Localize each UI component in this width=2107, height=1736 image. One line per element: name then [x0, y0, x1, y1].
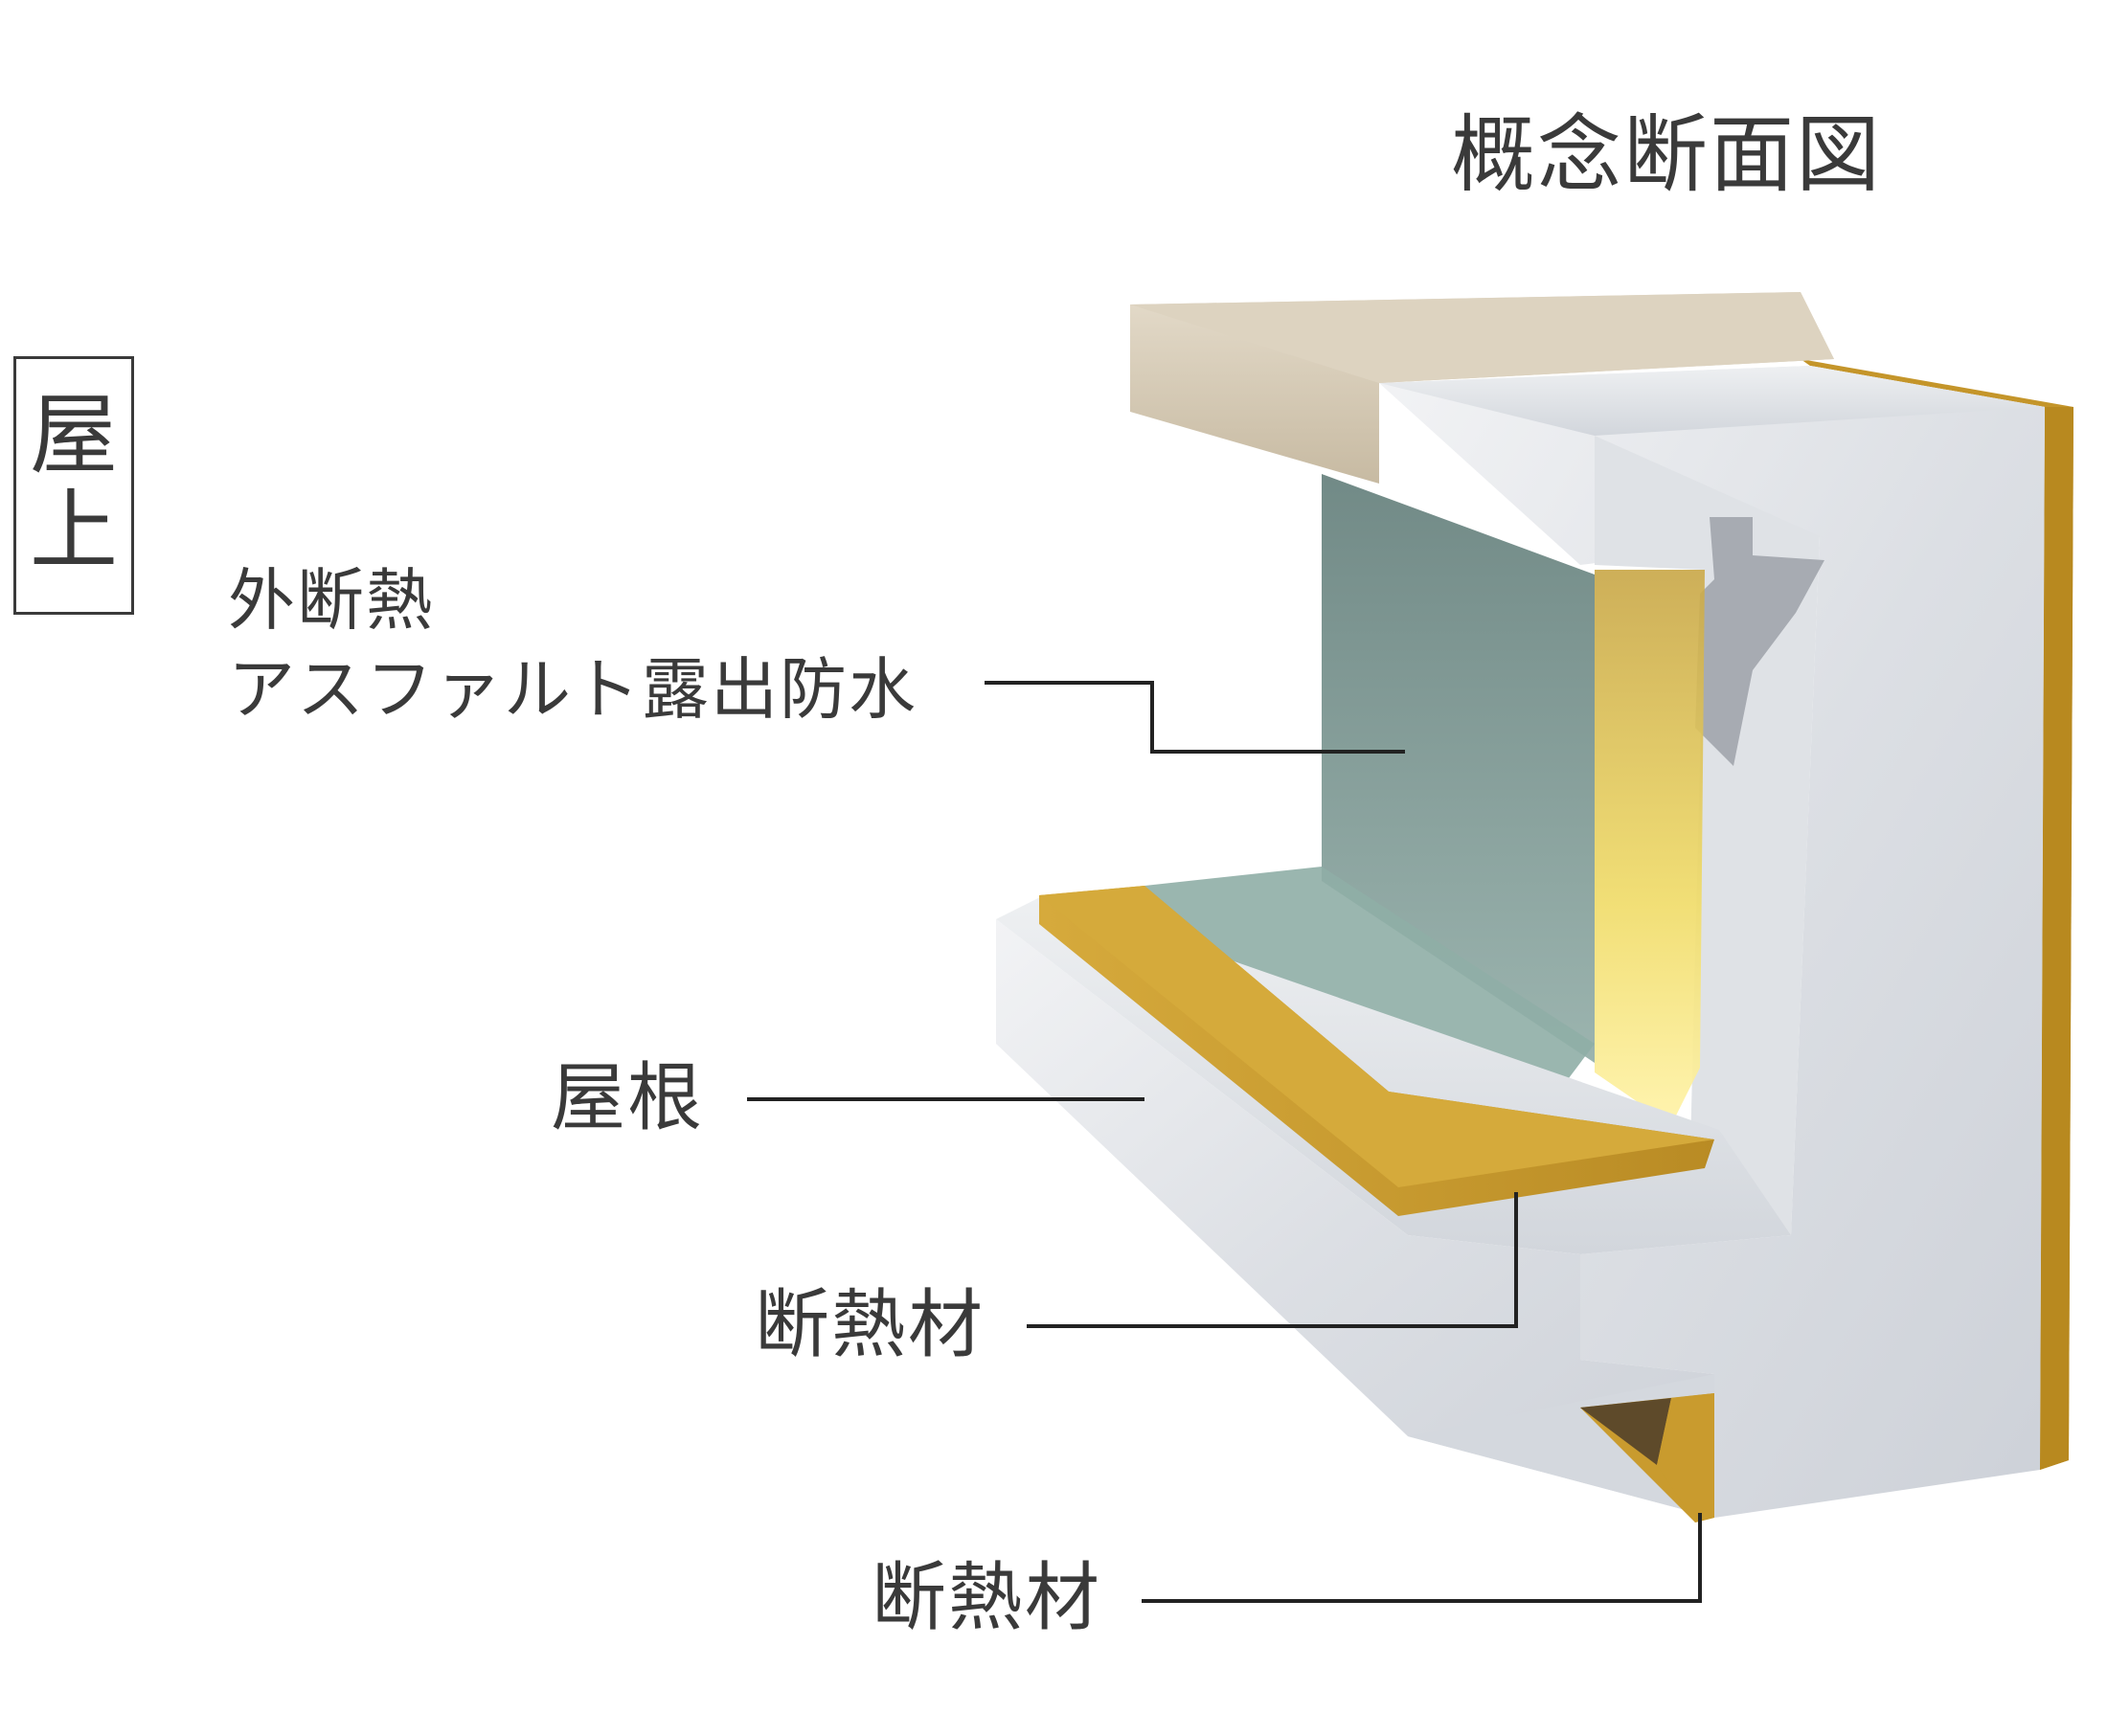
lower-insulation-face: [1657, 1393, 1714, 1522]
parapet-wall: [1379, 366, 2045, 1518]
roof-slab-front: [996, 919, 1714, 1518]
parapet-top: [1379, 366, 2045, 436]
drip-notch: [1695, 517, 1824, 766]
outer-insulation-edge: [2040, 407, 2073, 1470]
roof-insulation-top: [1039, 886, 1714, 1187]
lower-insulation-shadow: [1580, 1398, 1671, 1465]
label-insulation-lower: 断熱材: [872, 1555, 1102, 1641]
label-roof: 屋根: [551, 1055, 705, 1141]
diagram-title: 概念断面図: [1451, 105, 1883, 204]
label-exterior-insulation: 外断熱: [228, 561, 435, 640]
leader-line-insulation-lower: [1142, 1513, 1702, 1603]
location-badge-text: 屋上: [29, 384, 118, 582]
coping-top: [1130, 292, 1834, 383]
leader-line-waterproof: [985, 681, 1405, 754]
leader-line-insulation-upper: [1027, 1192, 1518, 1328]
label-insulation-upper: 断熱材: [755, 1282, 986, 1368]
inner-insulation-highlight: [1595, 570, 1705, 1125]
label-asphalt-waterproofing: アスファルト露出防水: [228, 650, 918, 729]
location-badge: 屋上: [13, 356, 134, 615]
